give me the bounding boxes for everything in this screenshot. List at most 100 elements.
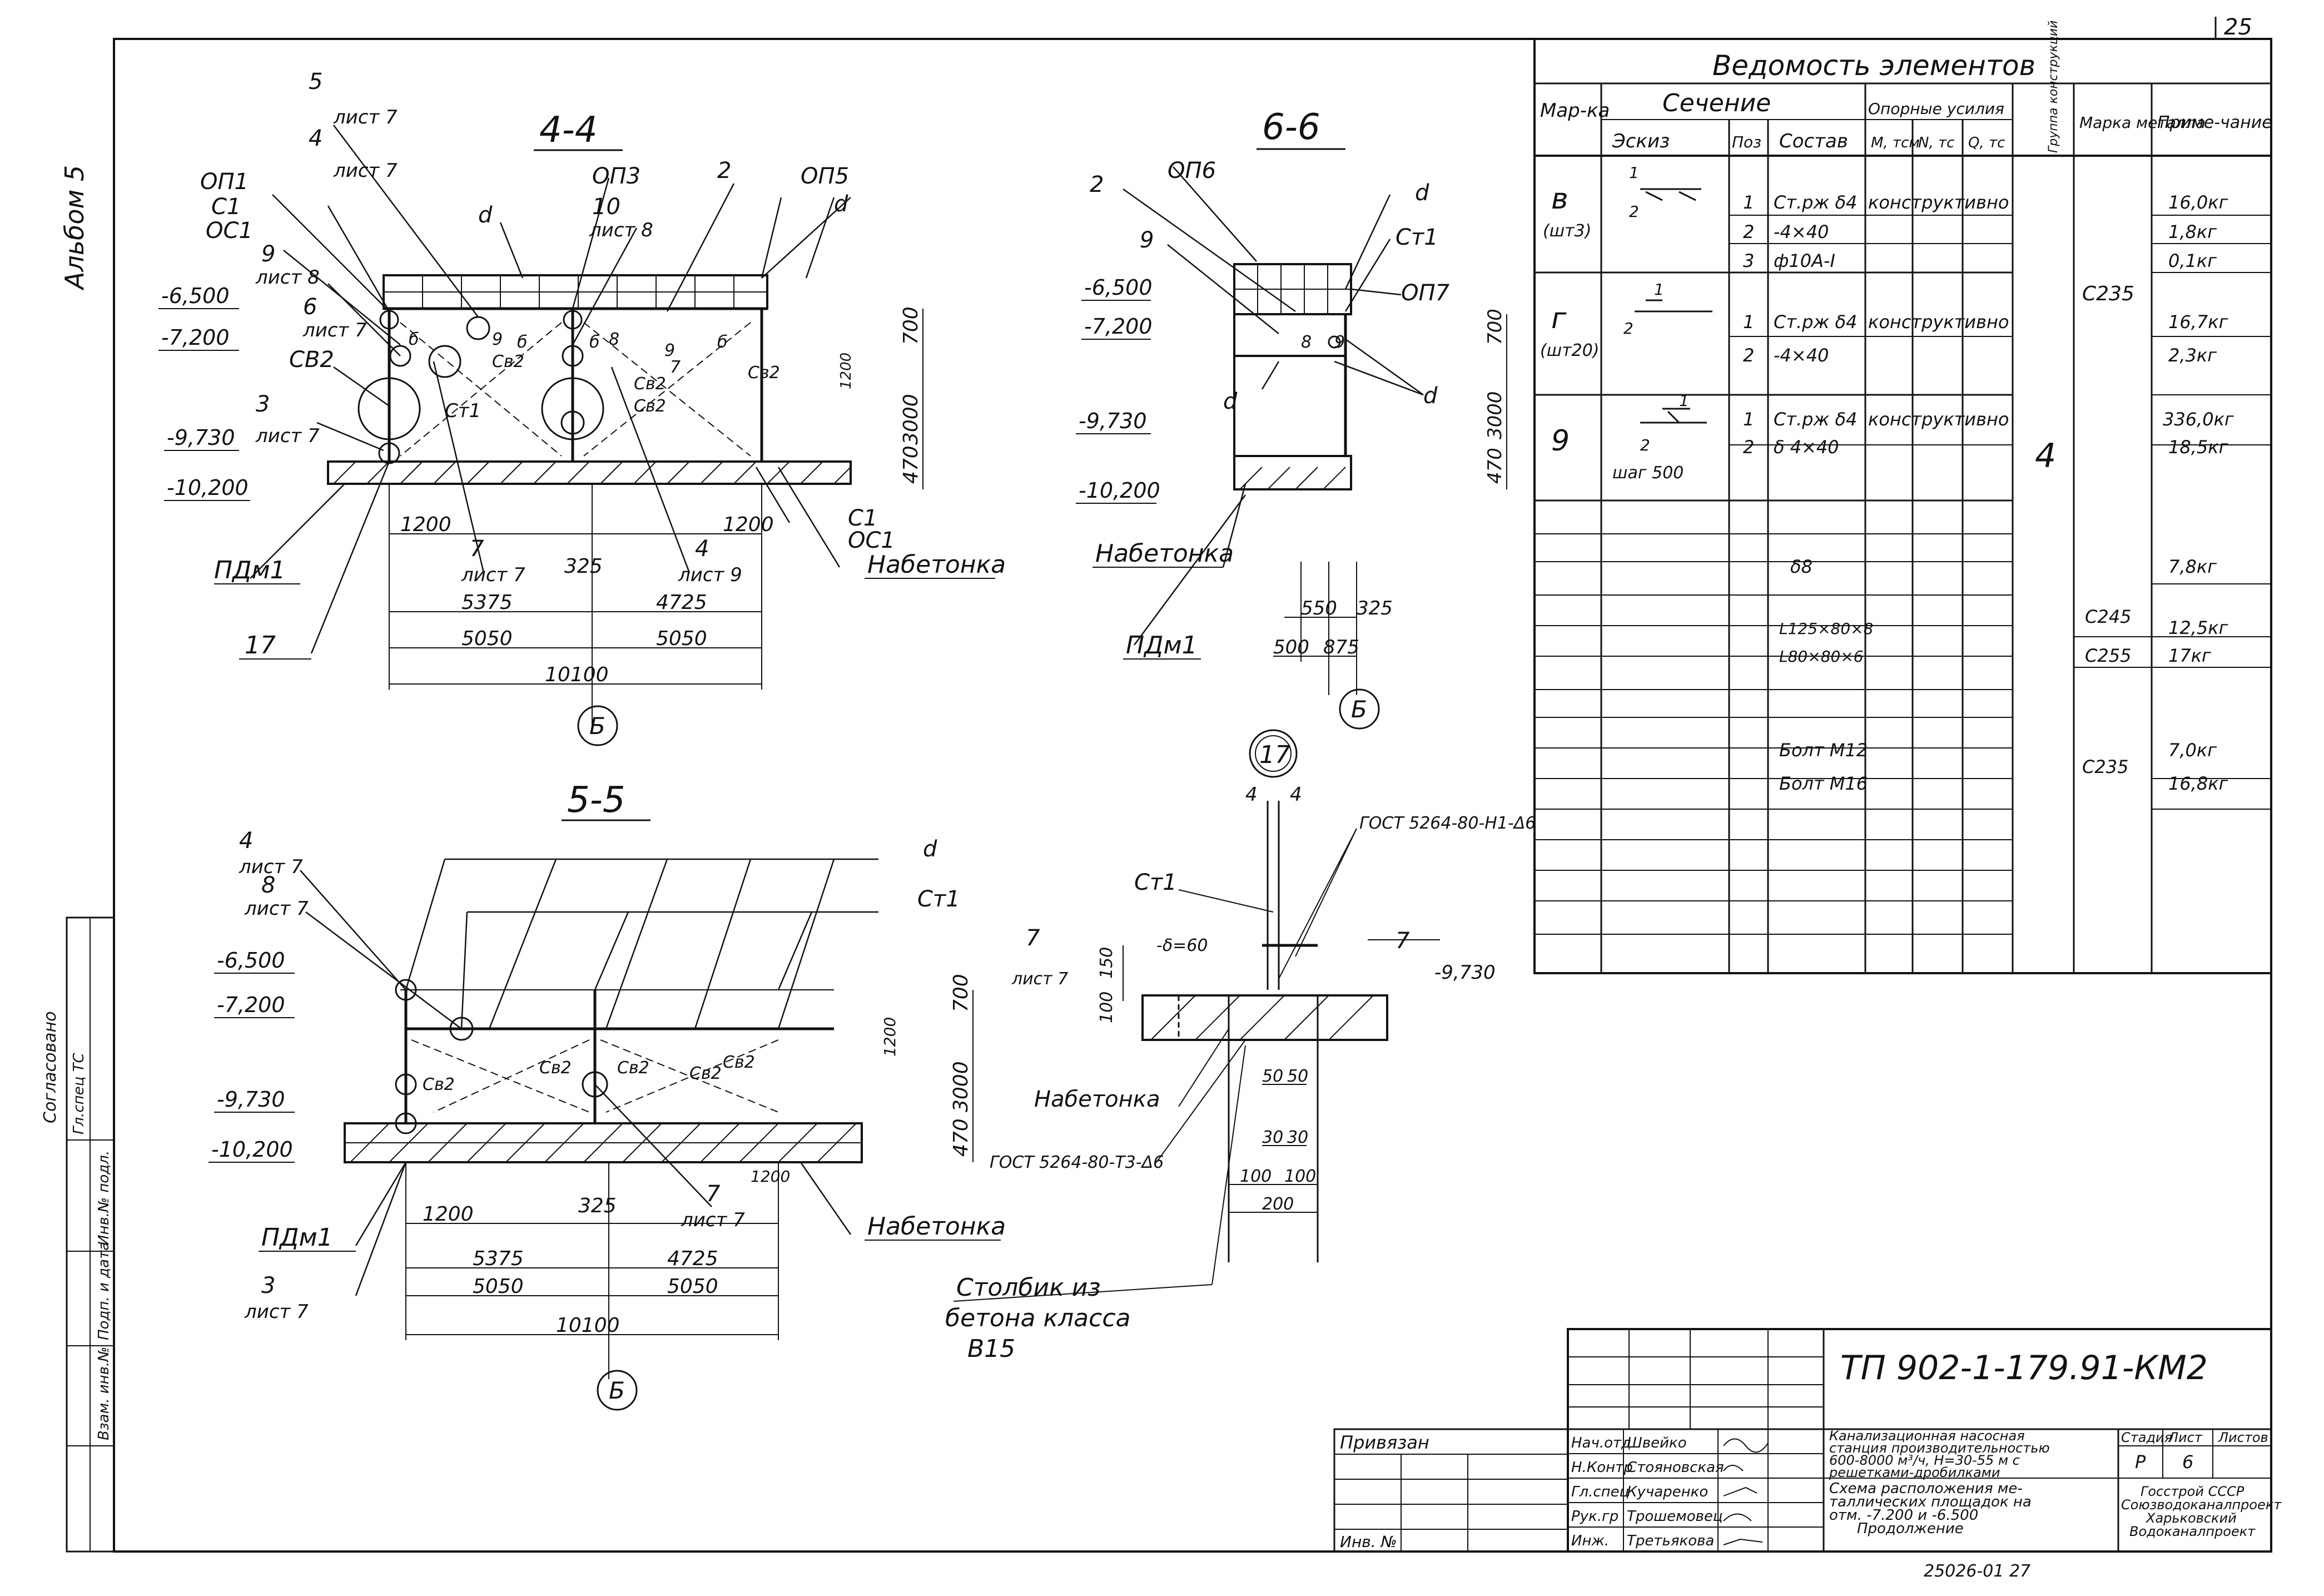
dim-label: 700 [900,306,922,345]
callout: ОП1 [200,169,249,195]
callout: d [923,836,937,862]
cell-mass: 18,5кг [2168,437,2228,458]
dim-label: 3000 [1484,391,1506,439]
section-5-5: 5-5 [208,780,1006,1411]
role: Инж. [1571,1533,1609,1549]
cell-forces: конструктивно [1868,192,2009,213]
dim-label: 5375 [473,1247,524,1270]
cell-mass: 2,3кг [2168,345,2217,366]
cell-composition: -4×40 [1774,221,1829,242]
callout: 10 [592,194,620,220]
role: Нач.отд [1571,1435,1631,1451]
dim-label: 500 [1273,636,1309,658]
callout: 4 [309,126,322,151]
callout: Ст1 [1396,225,1438,250]
stage-header: Стадия [2121,1430,2172,1445]
project-name: Канализационная насосная станция произво… [1829,1428,2054,1480]
level-mark: -7,200 [217,993,285,1017]
dim-label: 325 [1357,597,1393,619]
callout: d [834,191,848,217]
group-value: 4 [2035,437,2056,475]
attached-label: Привязан [1340,1432,1429,1453]
header-group: Группа конструкций [2047,21,2060,153]
callout: d [1415,180,1429,206]
callout: 5 [309,69,322,95]
stamp-cell: Подп. и дата [96,1242,112,1340]
extra-mass: 7,0кг [2168,740,2217,761]
callout: лист 8 [589,219,653,241]
concrete-label: Набетонка [1034,1087,1160,1112]
cell-composition: Ст.рж δ4 [1774,192,1857,213]
dim-label: 700 [1484,309,1506,345]
dim-label: 3000 [950,1061,972,1112]
cell-composition: Ст.рж δ4 [1774,311,1857,333]
page-number: 25 [2224,14,2252,40]
header-mark: Мар-ка [1540,100,1610,122]
callout: 7 [470,536,484,562]
callout: Св2 [723,1053,755,1072]
header-note: Приме-чание [2157,113,2272,132]
callout: ОП3 [592,163,640,189]
dim-label: 5050 [473,1275,524,1298]
dim-label: 5050 [656,627,707,650]
album-label: Альбом 5 [59,165,90,291]
extra-steel: С245 [2085,606,2131,627]
callout: б [717,333,728,352]
cell-pos: 1 [1743,311,1754,333]
callout: С1 [848,505,877,531]
sketch-label: 1 [1679,391,1689,410]
cell-composition: -4×40 [1774,345,1829,366]
cell-mass: 1,8кг [2168,221,2217,242]
dim-label: 470 [1484,448,1506,484]
level-mark: -10,200 [167,475,249,500]
note-line: В15 [967,1335,1015,1363]
role: Рук.гр [1571,1508,1618,1525]
callout: 7 [706,1181,721,1207]
callout: лист 7 [302,319,367,341]
level-mark: -10,200 [211,1137,293,1162]
header-sketch: Эскиз [1612,130,1670,152]
drawing-frame [113,38,2272,1553]
cell-pos: 1 [1743,409,1754,430]
axis-label: Б [609,1377,625,1404]
callout: 4 [1245,784,1258,806]
elements-schedule: Ведомость элементов Мар-ка Сечение Эскиз… [1533,21,2272,974]
signer-name: Третьякова [1627,1533,1714,1549]
callout: 6 [303,294,317,320]
extra-steel: С235 [2082,756,2128,777]
dim-label: 5050 [461,627,513,650]
dim-label: 150 [1097,947,1116,979]
callout: лист 7 [333,160,398,182]
stamp-cell: Гл.спец ТС [71,1052,87,1134]
dim-label: 470 [950,1118,972,1157]
callout: б [589,333,600,352]
header-forces: Опорные усилия [1868,100,2004,118]
callout: 9 [664,341,675,360]
callout: 9 [1334,333,1345,352]
callout: 9 [261,241,275,267]
header-section: Сечение [1662,89,1771,117]
callout-17: 17 [245,631,276,660]
header-m: M, тсм [1871,135,1920,151]
callout: Св2 [539,1058,572,1078]
stage-value: Р [2135,1451,2146,1473]
node-17: 17 4 4 ГОСТ 5264-80-Н1-Δ6 Ст1 -δ=60 [945,729,1536,1363]
callout: 3 [261,1273,275,1298]
level-mark: -6,500 [161,284,230,308]
extra-item: L125×80×8 [1779,619,1873,638]
callout: лист 7 [461,564,525,586]
cell-mass: 16,7кг [2168,311,2228,333]
cell-pos: 3 [1743,250,1754,271]
level-mark: -9,730 [217,1087,285,1112]
extra-item: δ8 [1790,556,1812,577]
node-title: 17 [1259,741,1290,769]
level-mark: -7,200 [1084,314,1153,339]
section-4-4: 4-4 [158,69,1006,746]
dim-label: 470 [900,445,922,484]
dim-label: 50 [1287,1067,1308,1086]
cell-composition: Ст.рж δ4 [1774,409,1857,430]
callout: Ст1 [445,400,481,422]
document-code: ТП 902-1-179.91-КМ2 [1840,1349,2208,1387]
level-mark: -6,500 [1084,275,1153,300]
